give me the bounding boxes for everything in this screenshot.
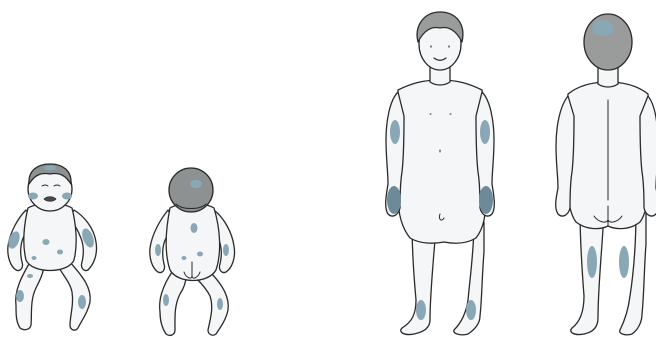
- infant-back-right-leg: [196, 272, 228, 335]
- infant-front-torso: [24, 204, 76, 271]
- child-front-torso: [398, 80, 486, 243]
- infant-front-figure: [6, 164, 96, 330]
- child-back-figure: [556, 14, 656, 335]
- infant-back-torso: [166, 204, 219, 281]
- infant-front-mouth: [44, 197, 56, 202]
- infant-back-head: [169, 168, 213, 212]
- infant-back-figure: [150, 168, 235, 335]
- infant-back-left-leg: [160, 272, 186, 335]
- infant-front-right-leg: [58, 262, 90, 330]
- child-front-figure: [386, 12, 495, 335]
